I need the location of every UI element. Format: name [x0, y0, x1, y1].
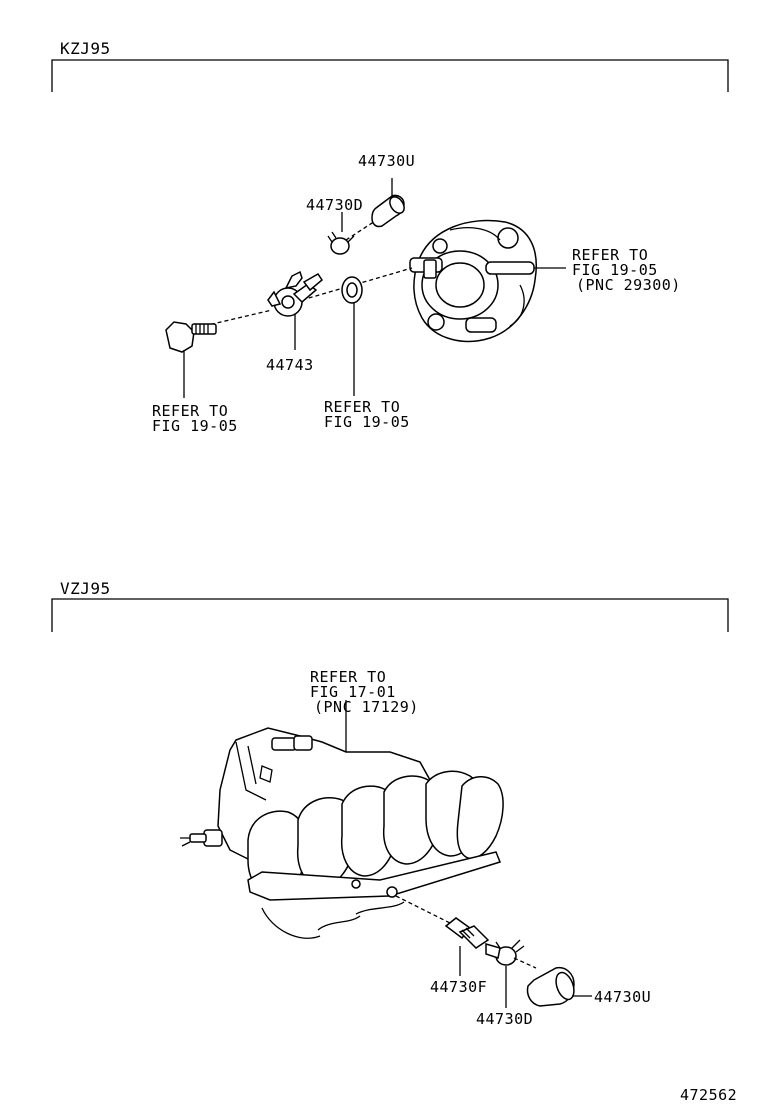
intake-manifold: [180, 700, 504, 939]
gasket: [341, 276, 363, 304]
label-44730u-bottom: 44730U: [594, 988, 651, 1006]
section-frame-top: [51, 59, 729, 92]
section-vzj95: VZJ95: [51, 579, 729, 1028]
hose-44730u-bottom: [526, 966, 575, 1007]
hose-44730u: [371, 194, 405, 228]
label-44743: 44743: [266, 356, 314, 374]
clip-44730d: [327, 231, 355, 255]
label-refer-bolt-2: FIG 19-05: [152, 417, 238, 435]
section-title-vzj95: VZJ95: [60, 579, 111, 598]
clip-44730d-bottom: [485, 939, 525, 966]
label-refer-bolt-1: REFER TO: [152, 402, 228, 420]
label-44730d: 44730D: [306, 196, 363, 214]
section-frame-bottom: [51, 598, 729, 632]
label-refer-gasket-1: REFER TO: [324, 398, 400, 416]
section-kzj95: KZJ95: [51, 39, 729, 435]
label-44730d-bottom: 44730D: [476, 1010, 533, 1028]
section-title-kzj95: KZJ95: [60, 39, 111, 58]
label-refer-manifold-2: FIG 17-01: [310, 683, 396, 701]
union-bolt: [165, 321, 217, 353]
fitting-44730f: [444, 917, 490, 949]
label-refer-manifold-3: (PNC 17129): [314, 698, 419, 716]
label-44730u: 44730U: [358, 152, 415, 170]
label-44730f: 44730F: [430, 978, 487, 996]
figure-number: 472562: [680, 1086, 737, 1104]
label-refer-gasket-2: FIG 19-05: [324, 413, 410, 431]
label-refer-pump-1: REFER TO: [572, 246, 648, 264]
vacuum-pump: [409, 219, 537, 343]
label-refer-pump-3: (PNC 29300): [576, 276, 681, 294]
label-refer-pump-2: FIG 19-05: [572, 261, 658, 279]
union-44743: [267, 270, 323, 317]
label-refer-manifold-1: REFER TO: [310, 668, 386, 686]
